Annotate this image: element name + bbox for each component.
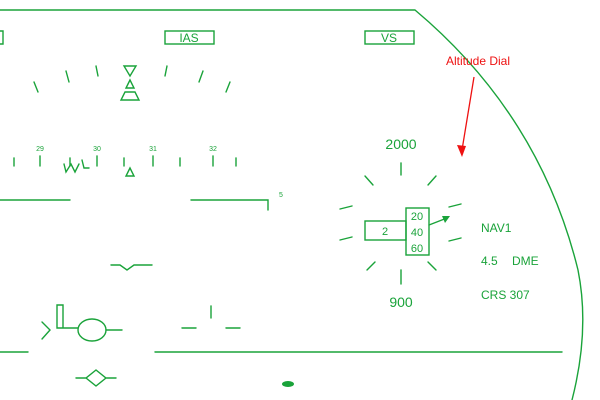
heading-tick-label: 31 xyxy=(149,146,157,153)
bank-index-icon xyxy=(124,78,136,89)
heading-tick-label: 32 xyxy=(209,146,217,153)
dial-tick xyxy=(366,261,376,271)
altitude-drum xyxy=(405,207,430,256)
heading-scale: 29 30 31 32 xyxy=(13,146,237,177)
bank-tick xyxy=(198,70,204,83)
heading-tick-label: 29 xyxy=(36,146,44,153)
annotation-arrowhead-icon xyxy=(457,145,466,157)
dial-tick xyxy=(448,237,462,242)
bank-tick xyxy=(95,65,99,77)
dial-tick xyxy=(427,261,437,271)
vs-box: VS xyxy=(364,30,415,45)
altitude-dial-annotation: Altitude Dial xyxy=(446,54,510,68)
heading-index-icon xyxy=(124,166,136,177)
heading-tick-label: 30 xyxy=(93,146,101,153)
bank-tick xyxy=(33,81,39,93)
course-value: CRS 307 xyxy=(481,288,530,302)
roll-trapezoid-icon xyxy=(119,91,141,101)
nav-info: NAV1 4.5 DME CRS 307 xyxy=(481,221,539,302)
altitude-top-value: 2000 xyxy=(385,136,416,152)
dial-tick xyxy=(339,205,353,210)
nav-source: NAV1 xyxy=(481,221,512,235)
annotation-arrow xyxy=(461,76,475,151)
pitch-ladder: 5 xyxy=(0,192,283,211)
bank-pointer-icon xyxy=(122,65,138,78)
display-frame xyxy=(0,9,584,400)
dme-value: 4.5 xyxy=(481,254,498,268)
altitude-drum-value: 20 xyxy=(411,211,423,223)
flight-director-circle-icon xyxy=(77,318,107,342)
heading-bug-icon xyxy=(63,159,90,174)
dme-unit: DME xyxy=(512,254,539,268)
vs-label: VS xyxy=(381,31,397,45)
dial-tick xyxy=(339,236,353,241)
dial-tick xyxy=(427,175,437,186)
velocity-dot-icon xyxy=(282,381,294,387)
altitude-thousands: 2 xyxy=(382,226,388,238)
needle-arrow-icon xyxy=(442,216,450,223)
ias-box: IAS xyxy=(164,30,215,45)
chevron-right-icon xyxy=(41,321,51,340)
diamond-icon xyxy=(75,369,117,387)
altitude-drum-value: 60 xyxy=(411,243,423,255)
altitude-bottom-value: 900 xyxy=(389,294,413,310)
left-top-box xyxy=(0,30,4,45)
altitude-drum-value: 40 xyxy=(411,227,423,239)
annotation: Altitude Dial xyxy=(446,54,510,157)
bank-tick xyxy=(65,70,70,83)
ias-label: IAS xyxy=(179,31,198,45)
altitude-dial: 2000 900 2 20 40 60 xyxy=(339,136,462,310)
flag-icon xyxy=(56,304,79,329)
bank-tick xyxy=(164,65,168,77)
dial-tick xyxy=(364,175,374,186)
dial-tick xyxy=(448,203,462,208)
bank-angle-scale xyxy=(33,65,231,101)
bank-tick xyxy=(225,81,231,93)
lower-symbology xyxy=(0,304,563,387)
aircraft-symbol-icon xyxy=(110,264,153,271)
pitch-ladder-label: 5 xyxy=(279,192,283,199)
